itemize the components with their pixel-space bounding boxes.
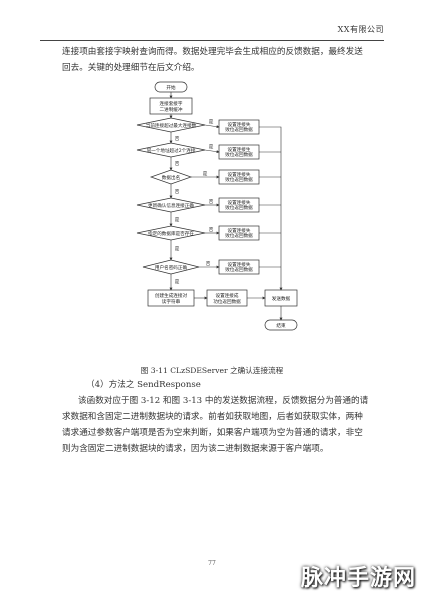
header-title: XX有限公司 (337, 25, 384, 34)
page-header: XX有限公司 (40, 18, 384, 41)
decision-3-label: 数据出名 (162, 174, 180, 181)
method-heading: （4）方法之 SendResponse (86, 380, 201, 390)
decision-4-label: 更新确认信息连接正确 (148, 202, 194, 209)
result-5-label-2: 败位返回数据 (225, 232, 253, 239)
result-1-label-1: 设置连接失 (228, 121, 251, 128)
no-label-6: 否 (206, 261, 211, 267)
intro-paragraph: 连接项由套接字映射查询而得。数据处理完毕会生成相应的反馈数据，最终发送 回去。关… (62, 44, 378, 76)
yes-label-e: 是 (175, 246, 180, 252)
result-4-label-1: 设置连接失 (228, 199, 251, 206)
init-label-1: 连接套接字 (160, 100, 183, 107)
yes-label-d: 是 (175, 217, 180, 223)
yes-label-f: 是 (175, 279, 180, 285)
end-label: 结束 (276, 322, 286, 329)
figure-caption: 图 3-11 CLzSDEServer 之确认连接流程 (140, 366, 284, 375)
flowchart-svg: 开始 连接套接字 二进制缓冲 当前连接超过最大连接数 同一个地址超过2个连接 数… (136, 81, 298, 331)
decision-1-label: 当前连接超过最大连接数 (146, 122, 197, 129)
body-line-2: 求数据和含固定二进制数据块的请求。前者如获取地图，后者如获取实体，两种 (62, 412, 363, 422)
yes-label-2: 是 (209, 144, 214, 150)
save-label-1: 创建生成连接对 (155, 292, 188, 299)
page-number: 77 (208, 560, 216, 567)
init-label-2: 二进制缓冲 (160, 106, 183, 113)
result-3-label-2: 败位返回数据 (225, 176, 253, 183)
decision-2-label: 同一个地址超过2个连接 (147, 147, 196, 154)
result-2-label-1: 设置连接生 (228, 146, 251, 153)
result-5-label-1: 设置连接失 (228, 227, 251, 234)
result-6-label-1: 设置连接失 (228, 261, 251, 268)
no-label-4: 否 (209, 199, 214, 205)
decision-5-label: 指定的数据库是否存在 (148, 230, 194, 237)
result-1-label-2: 败位返回数据 (225, 126, 253, 133)
no-label-b: 否 (175, 161, 180, 167)
intro-line-1: 连接项由套接字映射查询而得。数据处理完毕会生成相应的反馈数据，最终发送 (62, 47, 363, 57)
no-label-c: 否 (175, 189, 180, 195)
result-6-label-2: 败位返回数据 (225, 266, 253, 273)
save-label-2: 读字符串 (162, 298, 181, 305)
set-ok-label-1: 设置连接成 (216, 292, 239, 299)
body-paragraph: 该函数对应于图 3-12 和图 3-13 中的发送数据流程，反馈数据分为普通的请… (62, 393, 378, 457)
set-ok-label-2: 功位返回数据 (213, 298, 241, 305)
yes-label-3: 是 (203, 171, 208, 177)
flowchart-figure: 开始 连接套接字 二进制缓冲 当前连接超过最大连接数 同一个地址超过2个连接 数… (95, 80, 335, 360)
send-label: 发送数据 (272, 295, 291, 302)
no-label-a: 否 (175, 136, 180, 142)
body-line-1: 该函数对应于图 3-12 和图 3-13 中的发送数据流程，反馈数据分为普通的请 (78, 396, 369, 406)
decision-6-label: 用户名密码正确 (155, 264, 188, 271)
result-4-label-2: 败位返回数据 (225, 204, 253, 211)
result-3-label-1: 设置连接失 (228, 171, 251, 178)
no-label-5: 否 (209, 227, 214, 233)
body-line-4: 则为含固定二进制数据块的请求，因为该二进制数据来源于客户端项。 (62, 444, 329, 454)
yes-label-1: 是 (209, 119, 214, 125)
body-line-3: 请求通过参数客户端项是否为空来判断，如果客户端项为空为普通的请求，非空 (62, 428, 363, 438)
intro-line-2: 回去。关键的处理细节在后文介绍。 (62, 63, 200, 73)
watermark-logo: 脉冲手游网 (300, 566, 416, 591)
start-label: 开始 (166, 84, 176, 91)
result-2-label-2: 败位返回数据 (225, 151, 253, 158)
